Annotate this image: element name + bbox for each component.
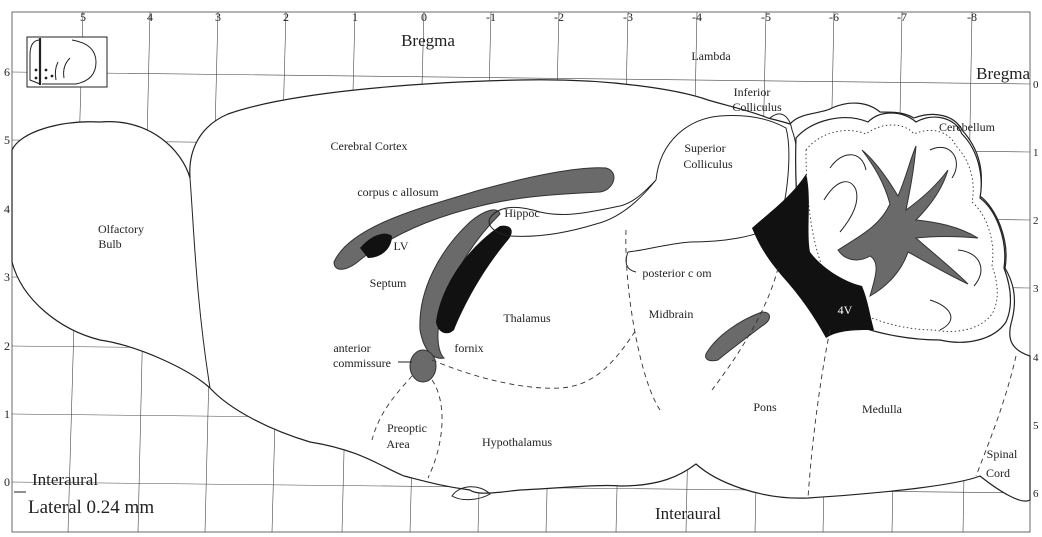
spinal-cord-label-2: Cord <box>986 466 1010 480</box>
corpus-callosum-label: corpus c allosum <box>357 185 439 199</box>
anterior-commissure-shape <box>410 350 436 382</box>
left-axis-tick-label: 3 <box>4 270 10 284</box>
interaural-left-label: Interaural <box>32 470 98 489</box>
superior-colliculus-label-2: Colliculus <box>683 157 733 171</box>
top-axis-tick-label: -7 <box>897 10 907 24</box>
right-axis-tick-label: 6 <box>1033 488 1039 500</box>
hippocampus-label: Hippoc <box>504 206 539 220</box>
right-axis-tick-label: 0 <box>1033 79 1039 91</box>
anterior-commissure-label-1: anterior <box>333 341 370 355</box>
thalamus-label: Thalamus <box>503 311 551 325</box>
top-axis-tick-label: 5 <box>80 10 86 24</box>
lateral-ventricle-label: LV <box>394 239 409 253</box>
superior-colliculus-label-1: Superior <box>684 141 725 155</box>
right-axis-ticks: 0 1 2 3 4 5 6 <box>1033 79 1039 500</box>
left-axis-tick-label: 6 <box>4 65 10 79</box>
top-axis-tick-label: -1 <box>486 10 496 24</box>
bregma-right-label: Bregma <box>976 64 1030 83</box>
left-axis-tick-label: 5 <box>4 133 10 147</box>
inferior-colliculus-label-2: Colliculus <box>732 100 782 114</box>
top-axis-tick-label: 0 <box>421 10 427 24</box>
top-axis-tick-label: 2 <box>283 10 289 24</box>
preoptic-area-label-1: Preoptic <box>387 421 427 435</box>
top-axis-tick-label: 3 <box>215 10 221 24</box>
right-axis-tick-label: 5 <box>1033 420 1039 432</box>
right-axis-tick-label: 4 <box>1033 352 1039 364</box>
left-axis-tick-label: 4 <box>4 202 10 216</box>
preoptic-area-label-2: Area <box>386 437 410 451</box>
left-axis-tick-label: 0 <box>4 475 10 489</box>
medulla-label: Medulla <box>862 402 903 416</box>
top-axis-tick-label: -6 <box>829 10 839 24</box>
cerebral-cortex-label: Cerebral Cortex <box>331 139 408 153</box>
inferior-colliculus-label-1: Inferior <box>734 85 771 99</box>
fourth-ventricle-label: 4V <box>838 303 853 317</box>
anterior-commissure-label-2: commissure <box>333 356 391 370</box>
bregma-top-label: Bregma <box>401 31 455 50</box>
left-axis-ticks: 6 5 4 3 2 1 0 <box>4 65 10 489</box>
top-axis-tick-label: -8 <box>967 10 977 24</box>
left-axis-tick-label: 1 <box>4 407 10 421</box>
top-axis-tick-label: -4 <box>692 10 702 24</box>
top-axis-tick-label: -3 <box>623 10 633 24</box>
top-axis-tick-label: -5 <box>761 10 771 24</box>
posterior-commissure-label: posterior c om <box>642 266 712 280</box>
right-axis-tick-label: 2 <box>1033 215 1039 227</box>
septum-label: Septum <box>370 276 407 290</box>
lateral-label: Lateral 0.24 mm <box>28 497 154 518</box>
top-axis-tick-label: 4 <box>147 10 153 24</box>
olfactory-bulb-label-2: Bulb <box>98 237 121 251</box>
fornix-label: fornix <box>454 341 483 355</box>
left-axis-tick-label: 2 <box>4 339 10 353</box>
hypothalamus-label: Hypothalamus <box>482 435 552 449</box>
pons-label: Pons <box>753 400 777 414</box>
midbrain-label: Midbrain <box>649 307 694 321</box>
interaural-bottom-label: Interaural <box>655 504 721 523</box>
inset-locator-icon <box>27 37 107 87</box>
cerebellum-label: Cerebellum <box>939 120 996 134</box>
spinal-cord-label-1: Spinal <box>987 447 1018 461</box>
right-axis-tick-label: 3 <box>1033 283 1039 295</box>
olfactory-bulb-label-1: Olfactory <box>98 222 144 236</box>
lambda-label: Lambda <box>691 49 731 63</box>
top-axis-tick-label: 1 <box>352 10 358 24</box>
right-axis-tick-label: 1 <box>1033 147 1039 159</box>
top-axis-tick-label: -2 <box>554 10 564 24</box>
